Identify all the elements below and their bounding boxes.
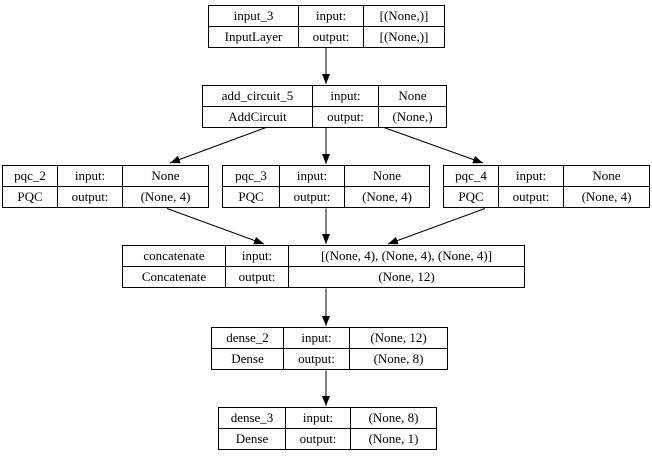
input-label: input:	[313, 86, 379, 106]
output-label: output:	[284, 349, 350, 369]
input-shape: None	[372, 168, 402, 183]
input-label: input:	[299, 6, 364, 26]
layer-name: pqc_3	[223, 166, 280, 186]
node-dense-2: dense_2 input: (None, 12) Dense output: …	[211, 327, 448, 370]
node-add-circuit-5: add_circuit_5 input: None AddCircuit out…	[202, 85, 447, 128]
input-shape: [(None, 4), (None, 4), (None, 4)]	[320, 248, 493, 263]
layer-name: input_3	[209, 6, 299, 26]
node-concatenate: concatenate input: [(None, 4), (None, 4)…	[122, 245, 525, 288]
output-shape: (None, 12)	[378, 269, 435, 284]
layer-class: PQC	[223, 187, 280, 207]
input-shape: (None, 8)	[368, 410, 419, 425]
layer-class: PQC	[444, 187, 499, 207]
layer-class: AddCircuit	[203, 107, 313, 127]
output-label: output:	[499, 187, 564, 207]
node-pqc-4: pqc_4 input: None PQC output: (None, 4)	[443, 165, 650, 208]
input-shape: (None, 12)	[370, 330, 427, 345]
output-label: output:	[286, 429, 351, 449]
output-label: output:	[313, 107, 379, 127]
input-label: input:	[286, 408, 351, 428]
input-label: input:	[58, 166, 123, 186]
layer-class: Concatenate	[123, 267, 226, 287]
layer-class: Dense	[219, 429, 286, 449]
layer-class: Dense	[212, 349, 284, 369]
input-label: input:	[280, 166, 345, 186]
layer-name: add_circuit_5	[203, 86, 313, 106]
layer-name: pqc_4	[444, 166, 499, 186]
input-label: input:	[226, 246, 289, 266]
output-shape: (None, 4)	[140, 189, 191, 204]
node-pqc-2: pqc_2 input: None PQC output: (None, 4)	[2, 165, 209, 208]
edge-pqc2-concatenate	[166, 208, 265, 245]
input-shape: [(None,)]	[379, 8, 429, 23]
output-label: output:	[280, 187, 345, 207]
output-label: output:	[58, 187, 123, 207]
output-shape: (None,)	[392, 109, 433, 124]
layer-name: concatenate	[123, 246, 226, 266]
layer-class: InputLayer	[209, 27, 299, 47]
output-shape: (None, 4)	[362, 189, 412, 204]
node-dense-3: dense_3 input: (None, 8) Dense output: (…	[218, 407, 437, 450]
node-pqc-3: pqc_3 input: None PQC output: (None, 4)	[222, 165, 430, 208]
edge-addcircuit5-pqc2	[169, 127, 267, 164]
input-shape: None	[398, 88, 427, 103]
layer-name: pqc_2	[3, 166, 58, 186]
output-shape: (None, 4)	[581, 189, 632, 204]
output-shape: (None, 8)	[373, 351, 424, 366]
layer-class: PQC	[3, 187, 58, 207]
output-label: output:	[226, 267, 289, 287]
input-shape: None	[151, 168, 180, 183]
layer-name: dense_2	[212, 328, 284, 348]
output-shape: [(None,)]	[379, 29, 429, 44]
node-input-3: input_3 input: [(None,)] InputLayer outp…	[208, 5, 445, 48]
input-label: input:	[499, 166, 564, 186]
input-label: input:	[284, 328, 350, 348]
input-shape: None	[592, 168, 621, 183]
edge-pqc4-concatenate	[387, 208, 486, 245]
layer-name: dense_3	[219, 408, 286, 428]
output-shape: (None, 1)	[368, 431, 419, 446]
edge-addcircuit5-pqc4	[383, 127, 484, 164]
output-label: output:	[299, 27, 364, 47]
